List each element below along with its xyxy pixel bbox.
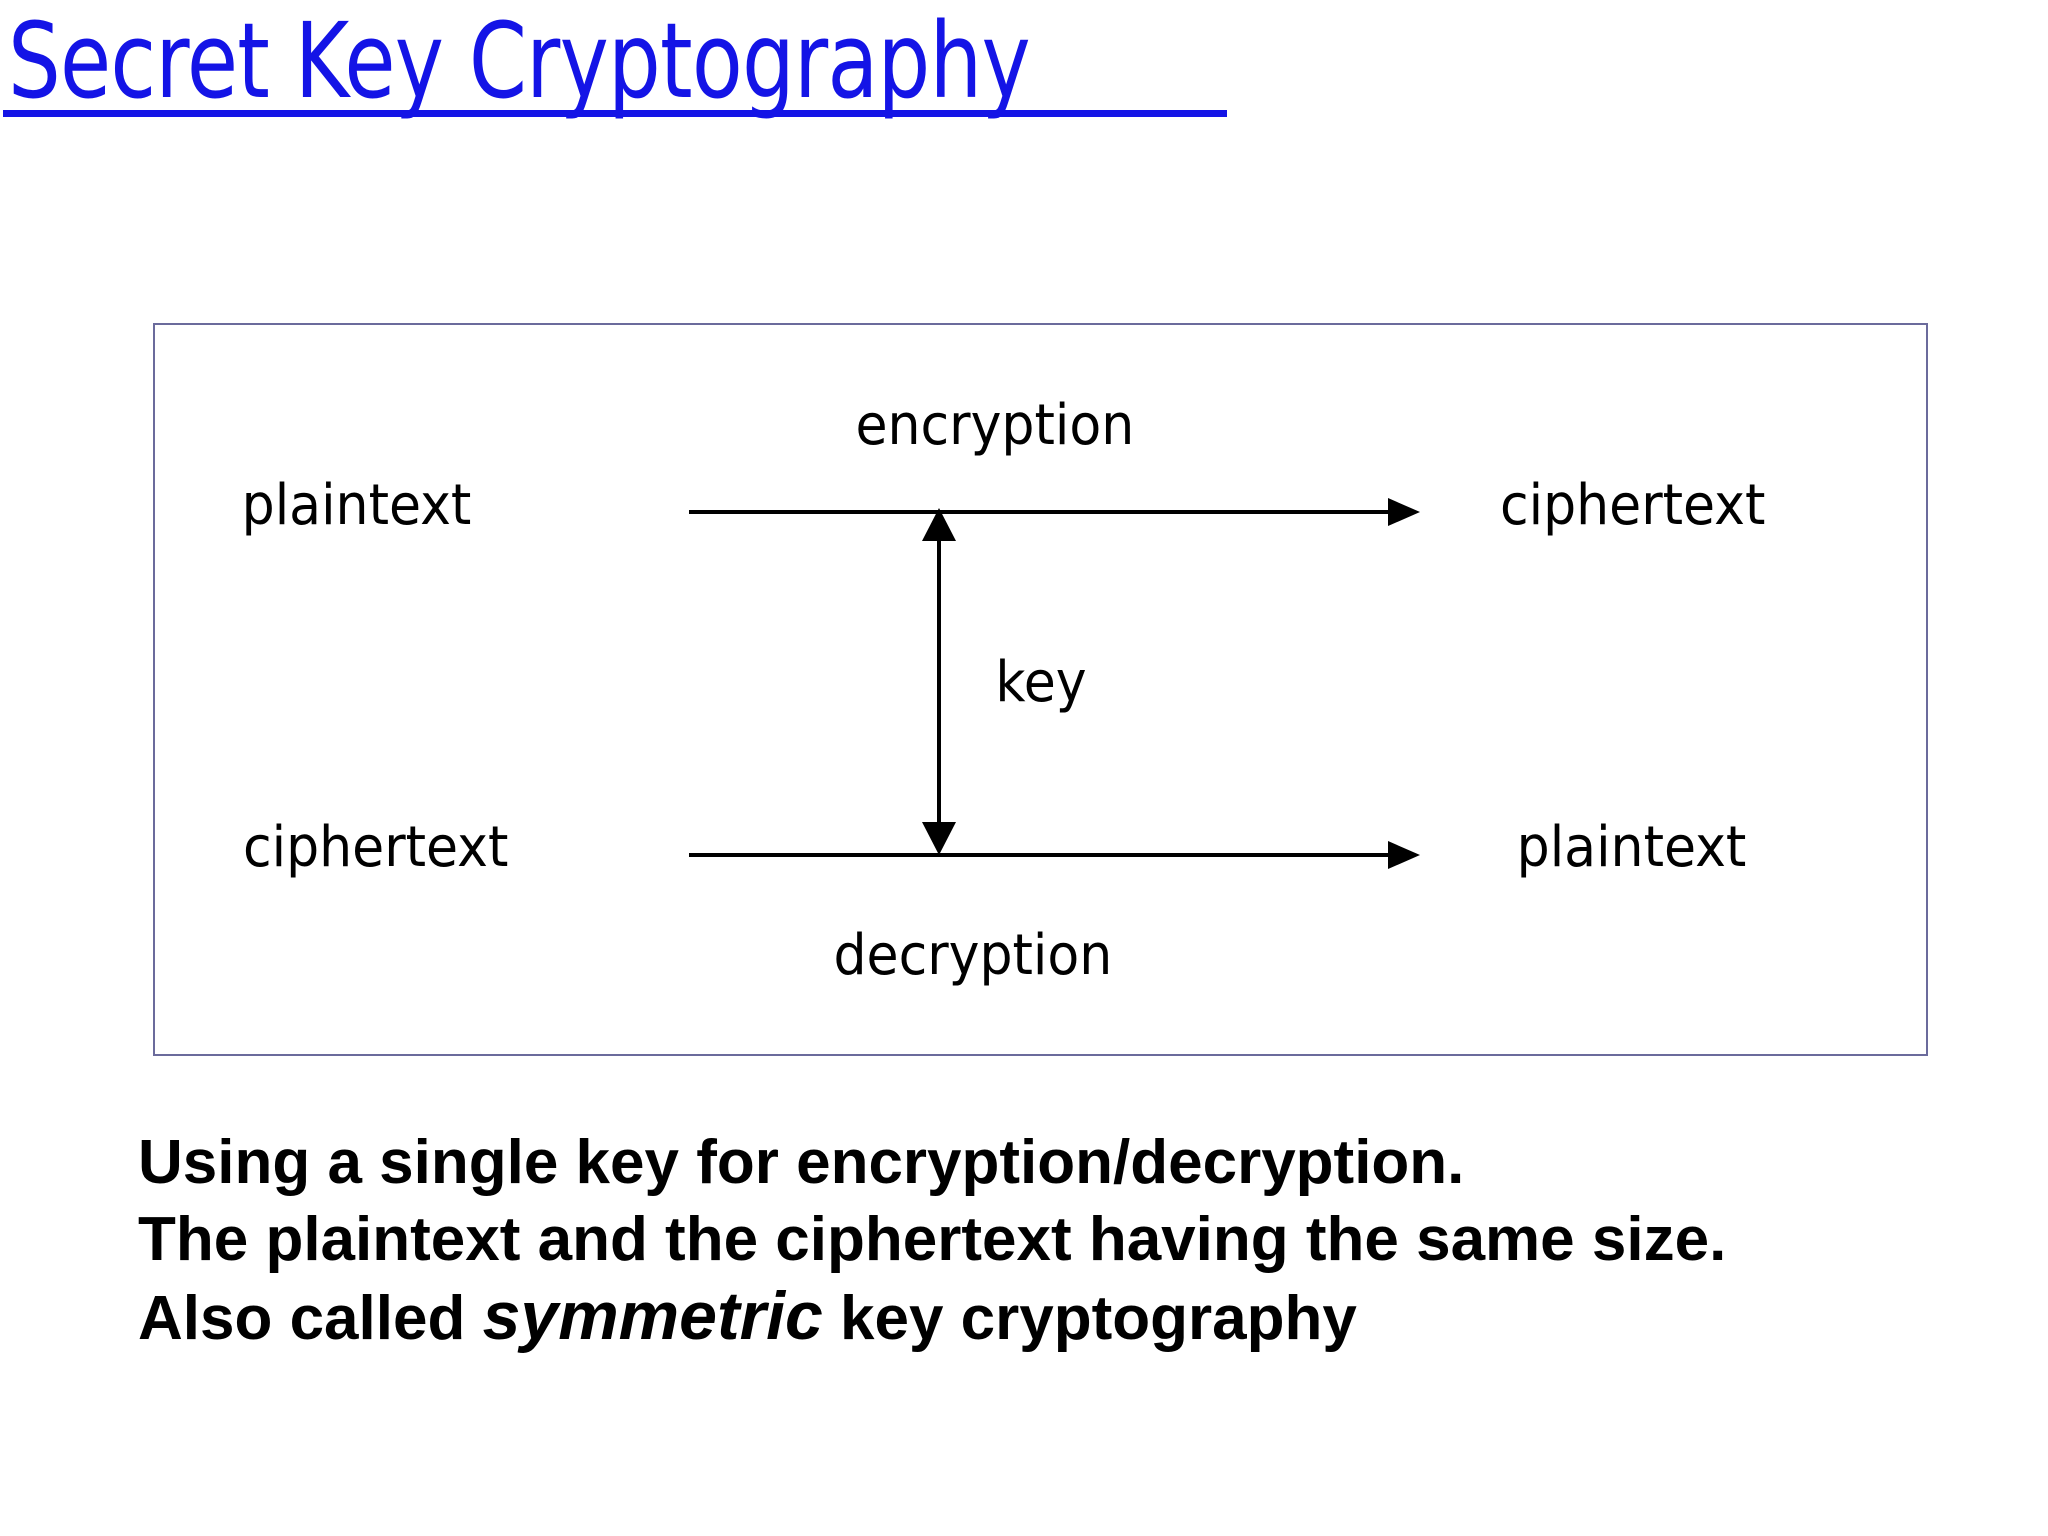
- key-arrow-shaft: [937, 515, 941, 848]
- diagram-frame: [153, 323, 1928, 1056]
- body-line-3: Also called symmetric key cryptography: [138, 1278, 1726, 1357]
- encryption-arrow-head-icon: [1388, 498, 1420, 526]
- diagram-label-target-row2: plaintext: [1516, 815, 1747, 880]
- body-line-1: Using a single key for encryption/decryp…: [138, 1128, 1465, 1197]
- decryption-arrow-head-icon: [1388, 841, 1420, 869]
- body-line-2: The plaintext and the ciphertext having …: [138, 1205, 1727, 1274]
- diagram-label-source-row1: plaintext: [241, 473, 472, 538]
- diagram-label-process-decryption: decryption: [833, 923, 1113, 988]
- diagram-label-key: key: [995, 650, 1087, 715]
- title-underline: [3, 110, 1227, 117]
- body-line-3-prefix: Also called: [138, 1284, 483, 1353]
- diagram-label-target-row1: ciphertext: [1499, 473, 1766, 538]
- body-text-block: Using a single key for encryption/decryp…: [138, 1124, 1726, 1357]
- page-title: Secret Key Cryptography: [8, 0, 1031, 122]
- diagram-label-source-row2: ciphertext: [242, 815, 509, 880]
- key-arrow-head-down-icon: [922, 822, 956, 855]
- encryption-arrow-shaft: [689, 510, 1395, 514]
- body-line-3-suffix: key cryptography: [822, 1284, 1357, 1353]
- body-line-3-emphasis: symmetric: [482, 1278, 823, 1354]
- decryption-arrow-shaft: [689, 853, 1395, 857]
- diagram-label-process-encryption: encryption: [855, 393, 1135, 458]
